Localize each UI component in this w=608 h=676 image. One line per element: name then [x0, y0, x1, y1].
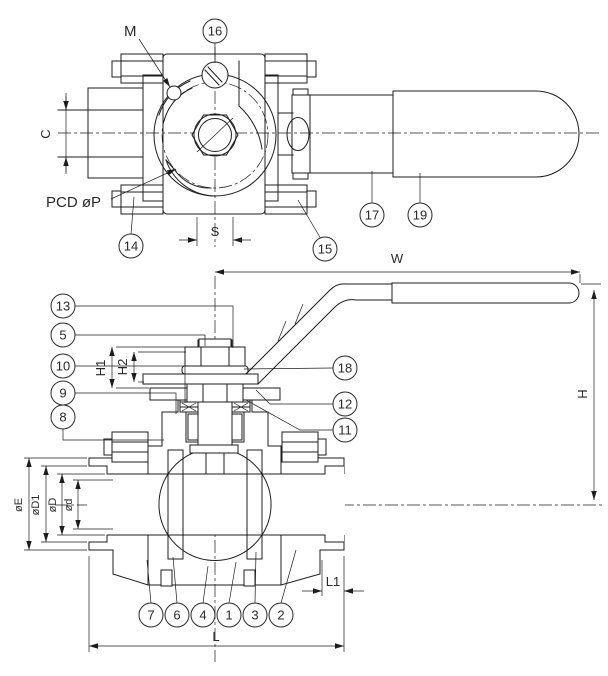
center-body-section — [147, 399, 282, 586]
balloon-19-label: 19 — [413, 208, 427, 223]
balloon-9: 9 — [50, 380, 76, 406]
section-nut-right — [281, 431, 327, 463]
gland-nut — [186, 383, 244, 403]
balloon-19: 19 — [407, 202, 433, 228]
dim-label-dd1: øD1 — [30, 495, 42, 516]
handle-grip-top — [392, 90, 580, 178]
stem-nut-section — [184, 346, 246, 367]
balloon-15: 15 — [312, 236, 338, 262]
handle-stop-slot — [165, 159, 214, 197]
balloon-4: 4 — [190, 602, 216, 628]
balloon-10-label: 10 — [56, 359, 70, 374]
top-view-body — [57, 53, 317, 215]
balloon-10: 10 — [50, 353, 76, 379]
right-cap-plate-top — [264, 74, 279, 202]
balloon-11: 11 — [332, 417, 358, 443]
section-view: W H H1 H2 øE øD1 øD ød — [13, 251, 602, 662]
dim-label-dd-cap: øD — [47, 498, 59, 513]
dim-label-m: M — [124, 23, 137, 40]
right-port-end-top — [286, 117, 310, 151]
dim-label-l: L — [212, 629, 219, 644]
section-balloons: 13 5 10 9 8 18 12 11 7 6 4 1 3 2 — [50, 293, 358, 628]
section-handle — [245, 282, 580, 385]
handle-base-plate — [142, 373, 259, 385]
balloon-2-label: 2 — [277, 608, 284, 623]
balloon-15-label: 15 — [318, 242, 332, 257]
handle-bar-top — [291, 94, 394, 174]
balloon-18-label: 18 — [338, 361, 352, 376]
dim-label-dd-small: ød — [63, 499, 75, 512]
balloon-7: 7 — [138, 602, 164, 628]
handle-grip-section — [391, 282, 580, 304]
balloon-6-label: 6 — [173, 608, 180, 623]
stem-top — [198, 338, 232, 348]
balloon-6: 6 — [164, 602, 190, 628]
balloon-12-label: 12 — [338, 397, 352, 412]
valve-seats — [167, 449, 263, 560]
balloon-14-label: 14 — [124, 239, 138, 254]
balloon-1: 1 — [216, 602, 242, 628]
balloon-13-label: 13 — [56, 299, 70, 314]
stop-screw — [201, 61, 229, 89]
top-view: C S PCD øP M 16 14 15 17 19 — [38, 18, 600, 262]
dim-label-c: C — [38, 129, 53, 138]
dim-label-l1: L1 — [326, 574, 340, 589]
section-dimensions: W H H1 H2 øE øD1 øD ød — [13, 251, 601, 652]
balloon-8: 8 — [50, 404, 76, 430]
section-stem-assembly — [142, 338, 259, 475]
body-nut-bottom-right — [264, 184, 317, 215]
balloon-17: 17 — [359, 202, 385, 228]
balloon-4-label: 4 — [199, 608, 206, 623]
balloon-16: 16 — [202, 18, 228, 44]
balloon-14: 14 — [118, 233, 144, 259]
body-bolt-top-left — [111, 53, 164, 84]
dim-label-h: H — [575, 389, 590, 398]
top-view-balloons: 16 14 15 17 19 — [118, 18, 433, 262]
handle-stop-wing — [238, 60, 263, 150]
balloon-7-label: 7 — [147, 608, 154, 623]
balloon-17-label: 17 — [365, 208, 379, 223]
section-bolt-left — [103, 431, 149, 463]
dim-label-de: øE — [13, 498, 25, 512]
balloon-9-label: 9 — [59, 386, 66, 401]
dim-label-h2: H2 — [115, 359, 130, 376]
balloon-2: 2 — [268, 602, 294, 628]
mounting-hole-m — [166, 85, 182, 101]
balloon-8-label: 8 — [59, 410, 66, 425]
left-cap-plate-top — [142, 74, 164, 202]
balloon-16-label: 16 — [208, 24, 222, 39]
section-body — [87, 387, 345, 587]
body-nut-top-right — [264, 53, 317, 84]
balloon-5: 5 — [50, 322, 76, 348]
section-balloon-leaders — [62, 305, 334, 604]
balloon-12: 12 — [332, 391, 358, 417]
stem-washer — [181, 365, 249, 375]
top-view-handle — [291, 88, 580, 180]
dim-label-w: W — [391, 251, 404, 266]
top-view-centerlines — [58, 47, 600, 247]
top-view-mounting-pad — [153, 60, 277, 197]
dim-label-s: S — [211, 224, 220, 239]
dim-label-h1: H1 — [93, 360, 108, 377]
top-view-dimensions: C S PCD øP M — [38, 23, 251, 246]
balloon-3: 3 — [242, 602, 268, 628]
dim-label-pcd: PCD øP — [46, 194, 101, 211]
balloon-5-label: 5 — [59, 328, 66, 343]
balloon-3-label: 3 — [251, 608, 258, 623]
body-bolt-bottom-left — [111, 184, 164, 215]
balloon-1-label: 1 — [225, 608, 232, 623]
balloon-18: 18 — [332, 355, 358, 381]
balloon-13: 13 — [50, 293, 76, 319]
stem-nut-top-view — [191, 113, 239, 157]
balloon-11-label: 11 — [338, 423, 352, 438]
